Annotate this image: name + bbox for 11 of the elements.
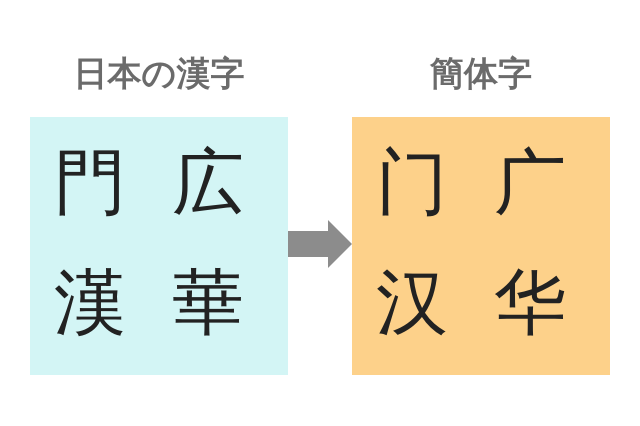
arrow <box>288 220 352 268</box>
character: 汉 <box>375 259 449 346</box>
character: 门 <box>375 139 449 226</box>
character: 華 <box>171 259 245 346</box>
character: 广 <box>493 139 567 226</box>
character: 华 <box>493 259 567 346</box>
character: 門 <box>53 139 127 226</box>
character: 広 <box>171 139 245 226</box>
heading: 簡体字 <box>429 53 533 96</box>
heading: 日本の漢字 <box>72 53 246 96</box>
character: 漢 <box>53 259 127 346</box>
